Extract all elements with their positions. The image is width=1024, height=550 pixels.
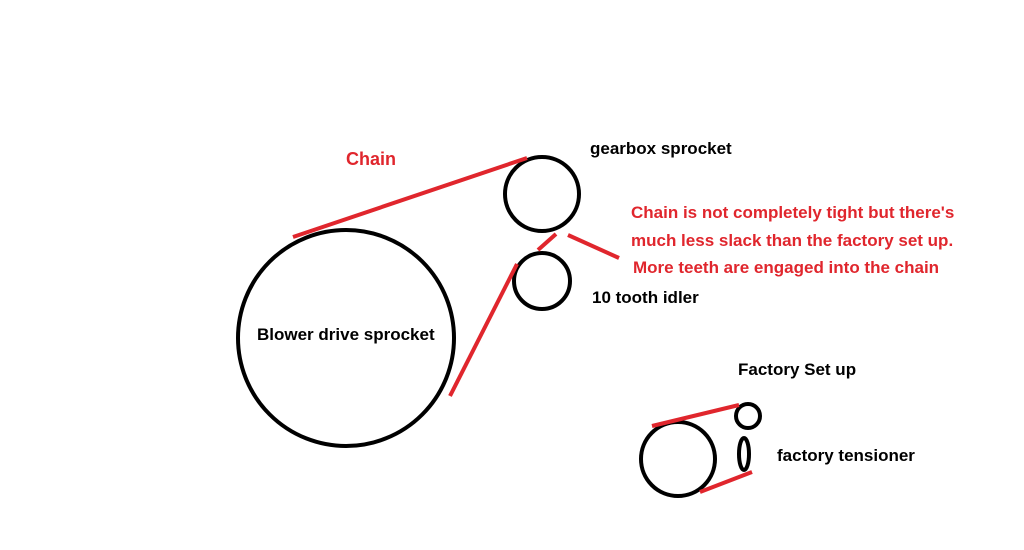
factory-tensioner-shape [737, 436, 751, 472]
blower-drive-sprocket-circle [236, 228, 456, 448]
note-line-3: More teeth are engaged into the chain [633, 258, 940, 277]
note-line-1: Chain is not completely tight but there'… [631, 203, 955, 222]
factory-chain-top-segment [651, 403, 740, 428]
gearbox-sprocket-label: gearbox sprocket [590, 139, 732, 158]
factory-drive-sprocket-circle [639, 420, 717, 498]
note-pointer-line [567, 233, 620, 260]
chain-lower-segment [448, 263, 519, 397]
idler-sprocket-circle [512, 251, 572, 311]
note-line-2: much less slack than the factory set up. [631, 231, 954, 250]
chain-label: Chain [346, 149, 397, 169]
factory-tensioner-label: factory tensioner [777, 446, 915, 465]
factory-gearbox-sprocket-circle [734, 402, 762, 430]
factory-setup-label: Factory Set up [738, 360, 857, 379]
chain-idler-segment [536, 232, 558, 252]
chain-top-segment [292, 156, 528, 239]
gearbox-sprocket-circle [503, 155, 581, 233]
idler-label: 10 tooth idler [592, 288, 699, 307]
blower-drive-sprocket-label: Blower drive sprocket [257, 325, 435, 344]
factory-chain-bottom-segment [699, 470, 753, 494]
